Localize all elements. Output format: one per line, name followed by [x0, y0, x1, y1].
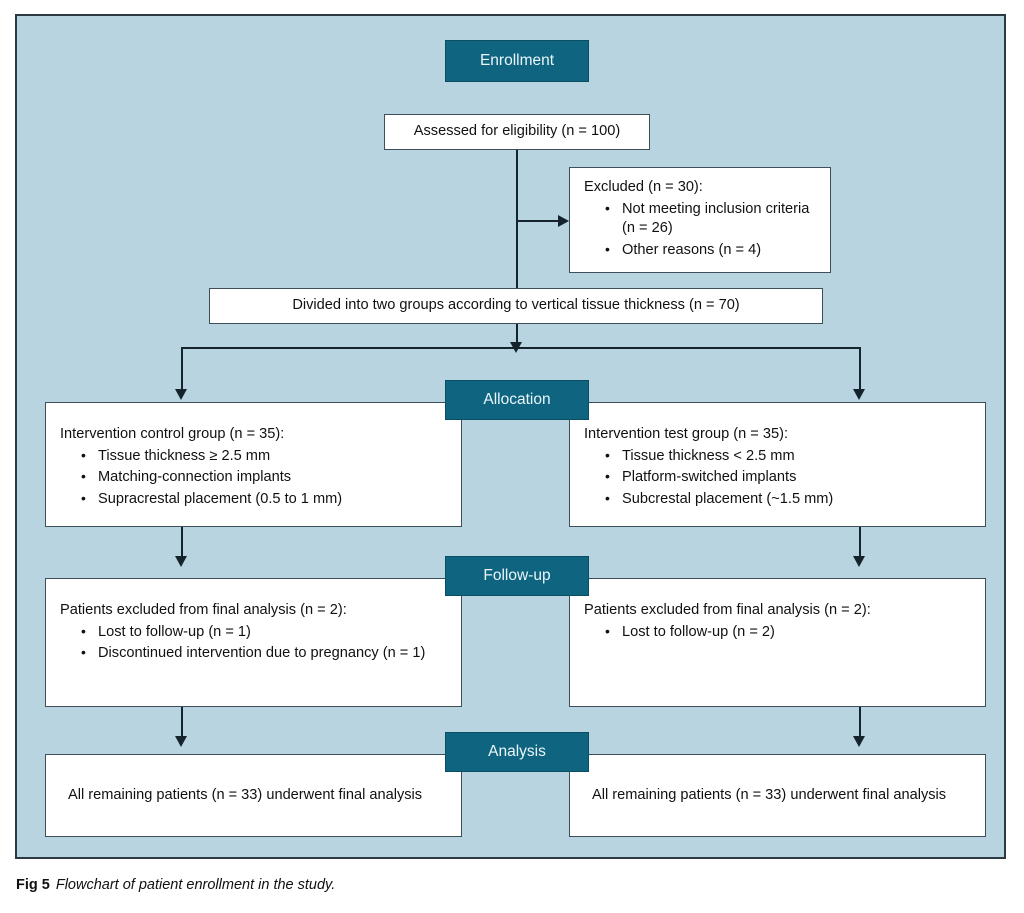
- node-assessed-text: Assessed for eligibility (n = 100): [413, 123, 621, 140]
- flowchart-canvas: Enrollment Assessed for eligibility (n =…: [17, 16, 1004, 857]
- stage-label-followup: Follow-up: [445, 556, 589, 596]
- node-test-group-bullet-3: Subcrestal placement (~1.5 mm): [605, 489, 971, 510]
- node-control-group-bullets: Tissue thickness ≥ 2.5 mm Matching-conne…: [60, 446, 447, 510]
- arrowhead-control-to-analysis: [175, 736, 187, 747]
- connector-control-to-followup: [181, 527, 183, 560]
- node-intervention-control-group: Intervention control group (n = 35): Tis…: [45, 402, 462, 527]
- connector-test-to-followup: [859, 527, 861, 560]
- figure-caption-text: Flowchart of patient enrollment in the s…: [55, 877, 336, 893]
- connector-split-right-down: [859, 347, 861, 393]
- node-control-followup-lead: Patients excluded from final analysis (n…: [60, 602, 347, 618]
- node-test-final-analysis: All remaining patients (n = 33) underwen…: [569, 754, 986, 837]
- node-test-followup-body: Patients excluded from final analysis (n…: [584, 601, 971, 642]
- arrowhead-split-left: [175, 389, 187, 400]
- stage-label-allocation: Allocation: [445, 380, 589, 420]
- connector-divided-trunk: [516, 324, 518, 346]
- stage-label-analysis-text: Analysis: [488, 743, 546, 760]
- node-excluded-body: Excluded (n = 30): Not meeting inclusion…: [584, 178, 816, 261]
- node-control-group-body: Intervention control group (n = 35): Tis…: [60, 425, 447, 510]
- node-test-followup-excluded: Patients excluded from final analysis (n…: [569, 578, 986, 707]
- node-control-followup-bullet-2: Discontinued intervention due to pregnan…: [81, 643, 447, 664]
- node-test-group-bullet-1: Tissue thickness < 2.5 mm: [605, 446, 971, 467]
- node-test-group-bullets: Tissue thickness < 2.5 mm Platform-switc…: [584, 446, 971, 510]
- node-excluded: Excluded (n = 30): Not meeting inclusion…: [569, 167, 831, 273]
- node-excluded-bullet-2: Other reasons (n = 4): [605, 240, 816, 261]
- node-control-group-lead: Intervention control group (n = 35):: [60, 426, 285, 442]
- figure-number: Fig 5: [16, 877, 50, 893]
- node-control-group-bullet-3: Supracrestal placement (0.5 to 1 mm): [81, 489, 447, 510]
- node-control-followup-body: Patients excluded from final analysis (n…: [60, 601, 447, 664]
- arrowhead-test-to-analysis: [853, 736, 865, 747]
- node-control-followup-bullets: Lost to follow-up (n = 1) Discontinued i…: [60, 622, 447, 664]
- connector-assessed-to-excluded: [516, 220, 558, 222]
- stage-label-enrollment-text: Enrollment: [479, 52, 555, 69]
- node-test-followup-bullet-1: Lost to follow-up (n = 2): [605, 622, 971, 643]
- node-excluded-bullets: Not meeting inclusion criteria (n = 26) …: [584, 199, 816, 261]
- arrowhead-control-to-followup: [175, 556, 187, 567]
- node-control-final-analysis: All remaining patients (n = 33) underwen…: [45, 754, 462, 837]
- node-control-final-analysis-text: All remaining patients (n = 33) underwen…: [68, 786, 423, 803]
- node-test-followup-bullets: Lost to follow-up (n = 2): [584, 622, 971, 643]
- node-excluded-bullet-1: Not meeting inclusion criteria (n = 26): [605, 199, 816, 239]
- stage-label-enrollment: Enrollment: [445, 40, 589, 82]
- connector-control-to-analysis: [181, 707, 183, 740]
- node-test-followup-lead: Patients excluded from final analysis (n…: [584, 602, 871, 618]
- node-control-followup-excluded: Patients excluded from final analysis (n…: [45, 578, 462, 707]
- connector-test-to-analysis: [859, 707, 861, 740]
- arrowhead-to-excluded: [558, 215, 569, 227]
- node-control-followup-bullet-1: Lost to follow-up (n = 1): [81, 622, 447, 643]
- node-intervention-test-group: Intervention test group (n = 35): Tissue…: [569, 402, 986, 527]
- node-control-group-bullet-2: Matching-connection implants: [81, 467, 447, 488]
- arrowhead-split-right: [853, 389, 865, 400]
- node-test-final-analysis-text: All remaining patients (n = 33) underwen…: [592, 786, 947, 803]
- connector-assessed-to-divided: [516, 150, 518, 295]
- arrowhead-test-to-followup: [853, 556, 865, 567]
- connector-split-left-down: [181, 347, 183, 393]
- node-assessed-for-eligibility: Assessed for eligibility (n = 100): [384, 114, 650, 150]
- figure-panel: Enrollment Assessed for eligibility (n =…: [15, 14, 1006, 859]
- node-divided-text: Divided into two groups according to ver…: [292, 297, 740, 314]
- node-test-group-lead: Intervention test group (n = 35):: [584, 426, 789, 442]
- stage-label-followup-text: Follow-up: [483, 567, 551, 584]
- node-excluded-lead: Excluded (n = 30):: [584, 179, 703, 195]
- node-divided-into-two-groups: Divided into two groups according to ver…: [209, 288, 823, 324]
- stage-label-allocation-text: Allocation: [483, 391, 551, 408]
- figure-caption: Fig 5 Flowchart of patient enrollment in …: [16, 877, 335, 893]
- node-control-group-bullet-1: Tissue thickness ≥ 2.5 mm: [81, 446, 447, 467]
- node-test-group-bullet-2: Platform-switched implants: [605, 467, 971, 488]
- connector-split-horizontal: [181, 347, 860, 349]
- stage-label-analysis: Analysis: [445, 732, 589, 772]
- node-test-group-body: Intervention test group (n = 35): Tissue…: [584, 425, 971, 510]
